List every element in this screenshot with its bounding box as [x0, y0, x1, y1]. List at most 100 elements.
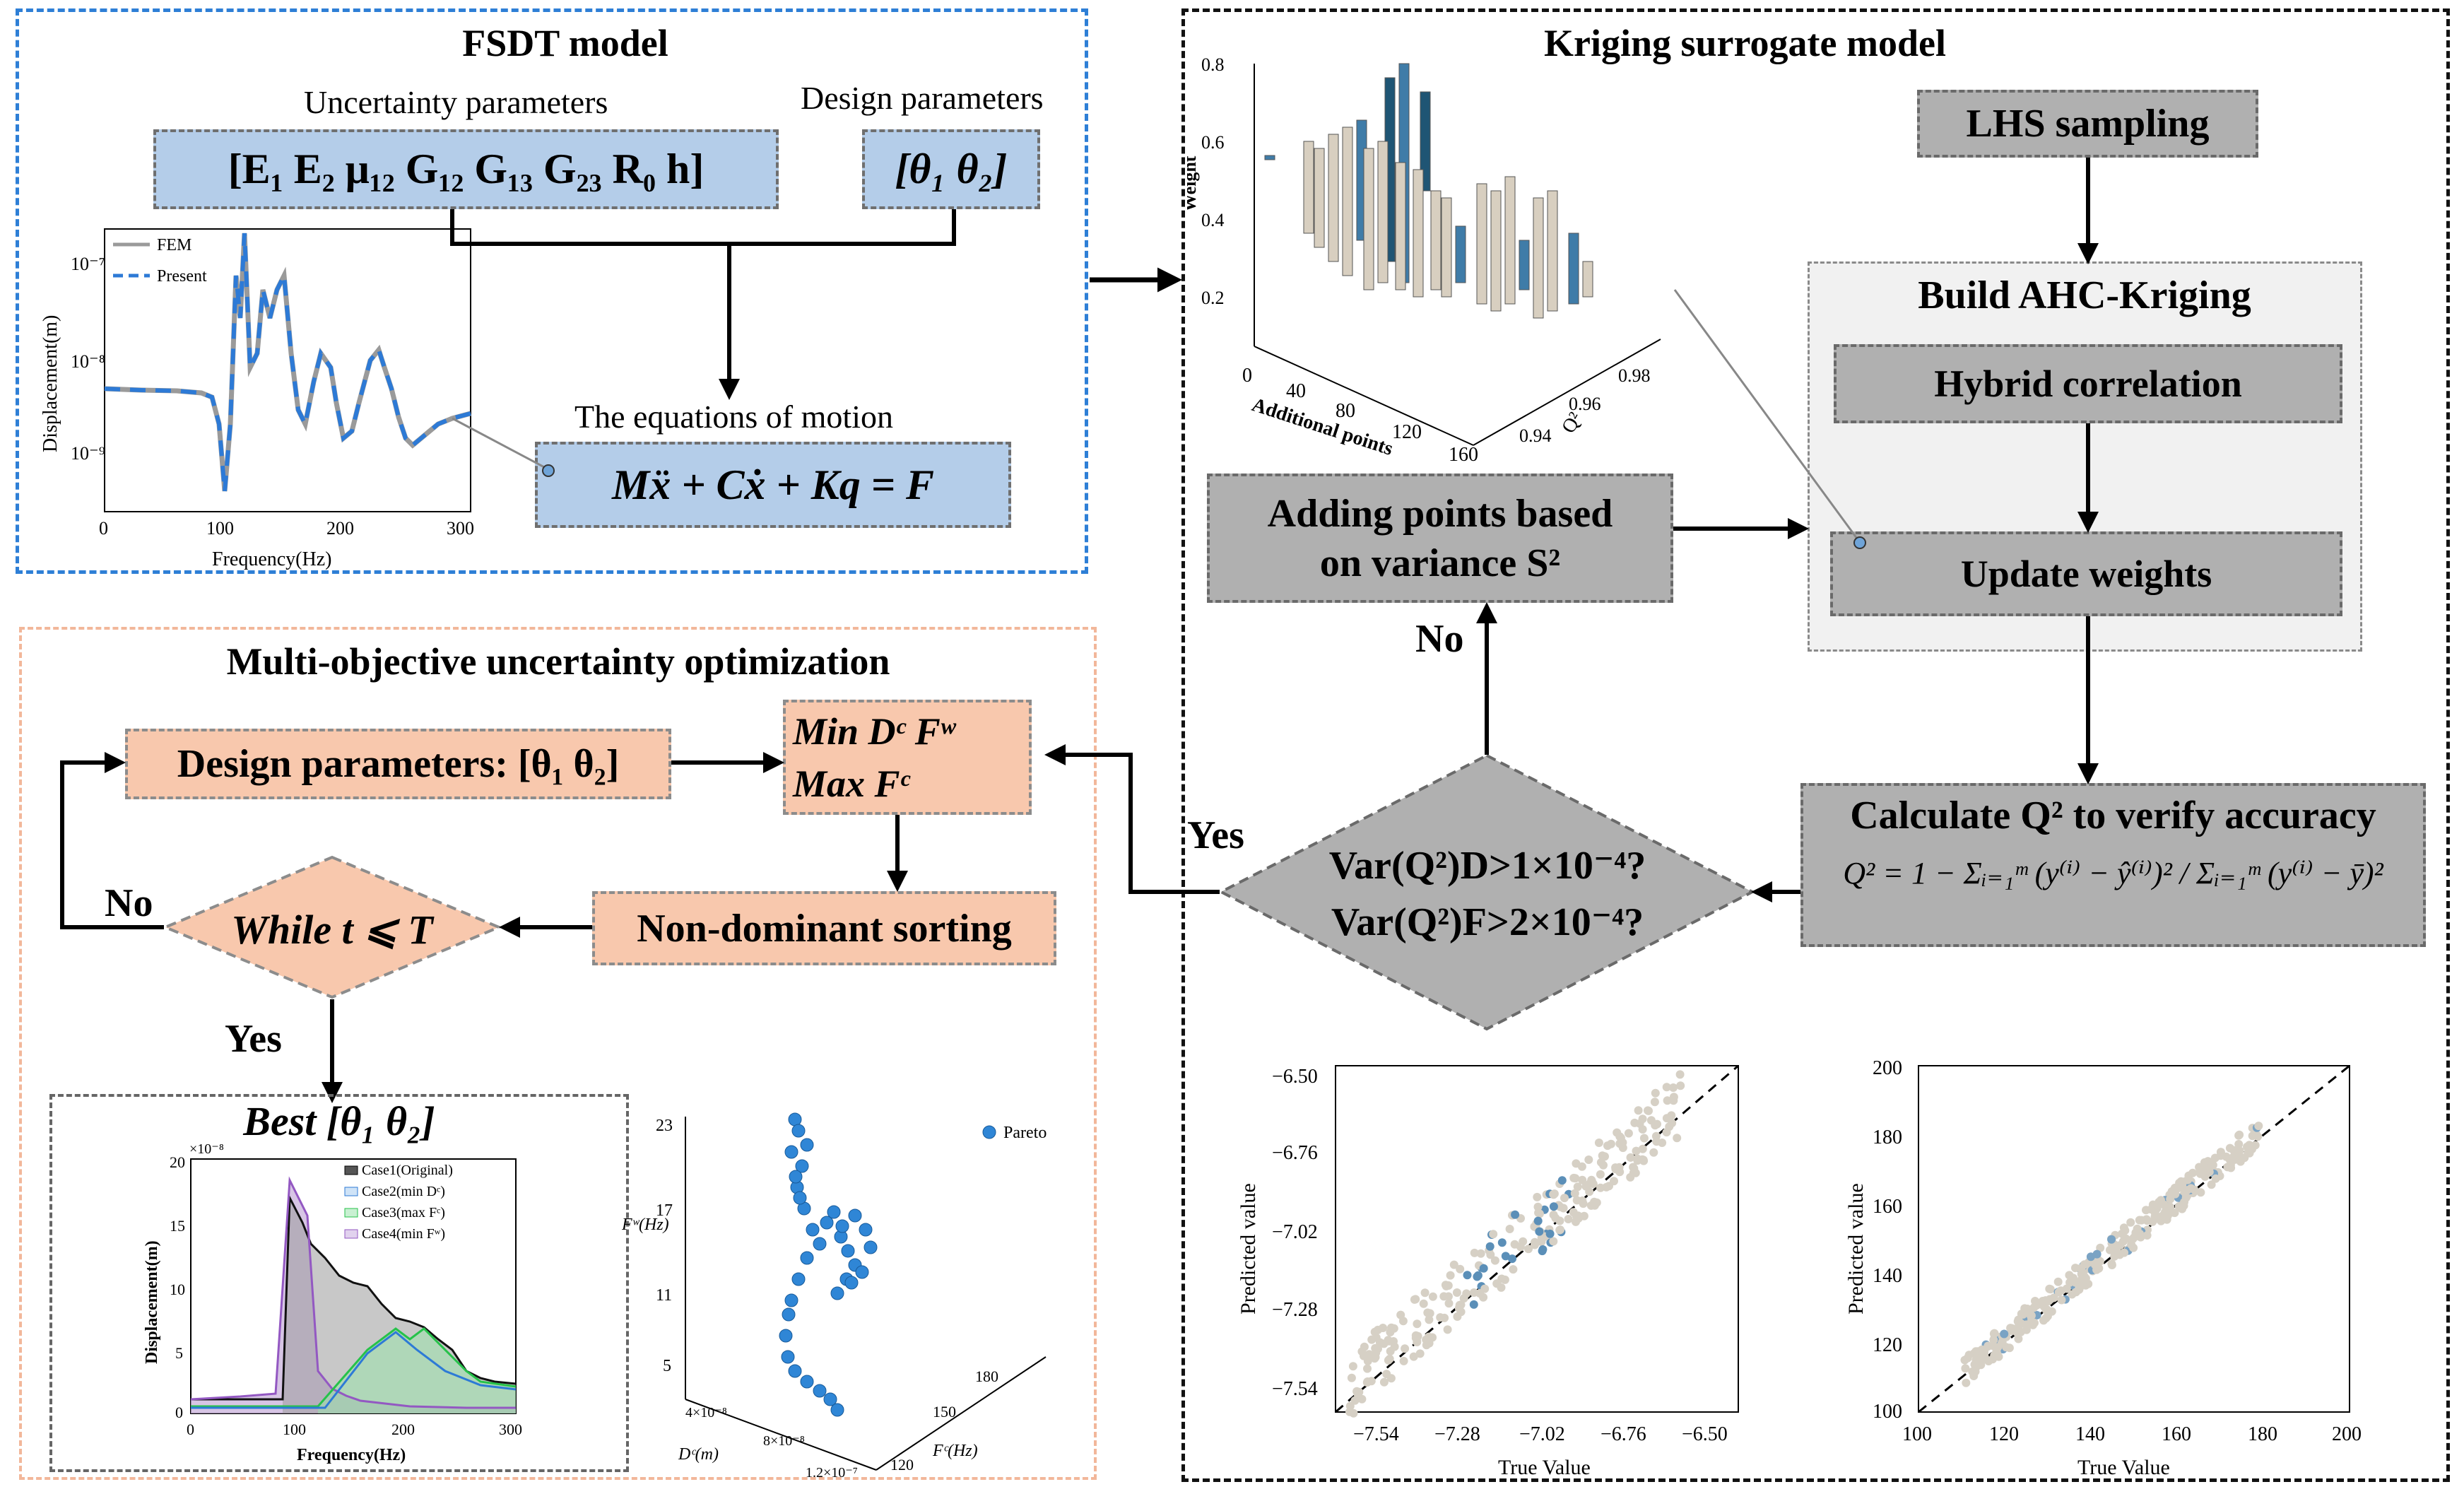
pareto-point: [844, 1276, 859, 1290]
scatter-plot-1: −6.50 −6.76 −7.02 −7.28 −7.54 −7.54 −7.2…: [1237, 1064, 1739, 1479]
scatter2-point: [2244, 1148, 2253, 1158]
variance-decision-diamond: [1218, 753, 1755, 1031]
fsdt-xlabel: Frequency(Hz): [212, 548, 331, 570]
scatter1-point: [1651, 1121, 1660, 1130]
xtick: 100: [1902, 1423, 1932, 1445]
scatter1-point: [1644, 1106, 1652, 1115]
pareto-point: [806, 1223, 820, 1237]
xtick: −6.50: [1682, 1423, 1728, 1445]
scatter1-point: [1524, 1245, 1533, 1254]
scatter1-point: [1348, 1362, 1357, 1371]
weight-bar: [1504, 176, 1516, 305]
pareto-xtick: 8×10⁻⁸: [763, 1433, 805, 1449]
fsdt-title: FSDT model: [462, 22, 668, 64]
scatter2-point: [2014, 1334, 2023, 1343]
scatter1-point: [1535, 1227, 1544, 1236]
scatter2-point: [2174, 1202, 2183, 1211]
scatter2-point: [2107, 1259, 2116, 1269]
pareto-ytick: 180: [975, 1367, 998, 1385]
scatter1-point: [1663, 1096, 1672, 1105]
scatter2-point: [1983, 1341, 1993, 1351]
weight-bar: [1519, 240, 1530, 290]
scatter1-point: [1444, 1299, 1454, 1308]
legend-case3: Case3(max Fᶜ): [362, 1205, 445, 1221]
pareto-point: [835, 1219, 849, 1233]
pareto-point: [795, 1159, 809, 1173]
kriging-title: Kriging surrogate model: [1544, 22, 1946, 64]
scatter2-point: [2039, 1316, 2048, 1325]
xtick: −6.76: [1601, 1423, 1646, 1445]
best-title: Best [θ₁ θ₂]: [243, 1098, 435, 1144]
scatter2-point: [2234, 1140, 2244, 1148]
while-loop-text: While t ⩽ T: [231, 907, 433, 953]
fsdt-displacement-plot: FEM Present 10⁻⁷ 10⁻⁸ 10⁻⁹ 0 100 200 300…: [40, 228, 474, 570]
scatter1-point: [1549, 1211, 1558, 1219]
weight-zlabel: Weight: [1187, 155, 1200, 212]
scatter1-point: [1409, 1352, 1418, 1361]
scatter1-point: [1470, 1248, 1479, 1257]
scatter2-point: [1994, 1352, 2003, 1361]
pareto-ytick: 150: [933, 1403, 956, 1421]
scatter2-point: [2120, 1248, 2128, 1257]
scatter2-point: [2196, 1188, 2205, 1197]
weight-bar: [1413, 169, 1424, 298]
variance-decision-text: Var(Q²)D>1×10⁻⁴? Var(Q²)F>2×10⁻⁴?: [1272, 834, 1703, 954]
scatter1-point: [1626, 1172, 1635, 1182]
scatter1-point: [1415, 1349, 1425, 1358]
lhs-sampling-box: LHS sampling: [1917, 90, 2258, 158]
fsdt-region: [16, 8, 1088, 574]
scatter1-point: [1490, 1256, 1499, 1265]
scatter1-point: [1649, 1148, 1658, 1157]
scatter2-point: [2126, 1218, 2135, 1227]
kriging-no-label: No: [1415, 617, 1464, 661]
ytick: 180: [1873, 1127, 1902, 1148]
weight-bar: [1264, 155, 1275, 160]
scatter1-point: [1480, 1284, 1490, 1293]
scatter1-point: [1345, 1401, 1355, 1411]
calculate-q2-box: Calculate Q² to verify accuracy Q² = 1 −…: [1800, 783, 2426, 947]
ztick: 0.4: [1201, 210, 1225, 230]
xtick: 200: [2332, 1423, 2362, 1445]
scatter1-point: [1533, 1216, 1543, 1225]
scatter2-point: [1962, 1378, 1971, 1387]
adding-points-line2: on variance S²: [1319, 541, 1561, 585]
scatter1-point: [1556, 1225, 1564, 1235]
scatter1-point: [1367, 1335, 1377, 1344]
xtick: 120: [1392, 421, 1422, 443]
xtick: 80: [1336, 400, 1355, 422]
scatter2-point: [2188, 1168, 2198, 1177]
ytick: 0.94: [1519, 425, 1552, 446]
scatter2-ylabel: Predicted value: [1844, 1183, 1868, 1314]
weight-bar: [1547, 190, 1558, 312]
scatter2-point: [2148, 1217, 2157, 1226]
scatter2-point: [2049, 1293, 2058, 1302]
pareto-point: [800, 1251, 814, 1265]
scatter1-point: [1511, 1210, 1520, 1219]
scatter1-point: [1626, 1153, 1635, 1162]
scatter1-point: [1579, 1211, 1588, 1221]
scatter2-point: [2234, 1131, 2244, 1140]
legend-present: Present: [157, 267, 207, 286]
non-dominant-sorting-box: Non-dominant sorting: [592, 891, 1056, 965]
legend-case1: Case1(Original): [362, 1163, 453, 1178]
build-ahc-title: Build AHC-Kriging: [1918, 273, 2251, 317]
scatter1-point: [1444, 1281, 1453, 1290]
weight-bar: [1455, 225, 1466, 283]
pareto-point: [855, 1265, 869, 1279]
weight-bar: [1342, 127, 1353, 276]
disp-exponent: ×10⁻⁸: [189, 1141, 224, 1157]
scatter2-point: [2092, 1249, 2102, 1259]
ztick: 0.8: [1201, 54, 1225, 75]
scatter1-point: [1355, 1387, 1364, 1396]
scatter2-point: [2225, 1143, 2234, 1153]
scatter1-point: [1594, 1139, 1603, 1147]
pareto-front-chart: Pareto 23 17 11 5 Fʷ(Hz) 4×10⁻⁸ 8×10⁻⁸ 1…: [622, 1112, 1047, 1481]
scatter1-point: [1363, 1364, 1372, 1373]
moo-no-label: No: [105, 881, 153, 925]
ytick: −6.76: [1272, 1142, 1318, 1164]
pareto-point: [779, 1329, 793, 1343]
pareto-ytick: 120: [890, 1456, 914, 1474]
scatter1-point: [1479, 1264, 1488, 1273]
pareto-point: [800, 1375, 814, 1389]
pareto-point: [830, 1403, 844, 1417]
